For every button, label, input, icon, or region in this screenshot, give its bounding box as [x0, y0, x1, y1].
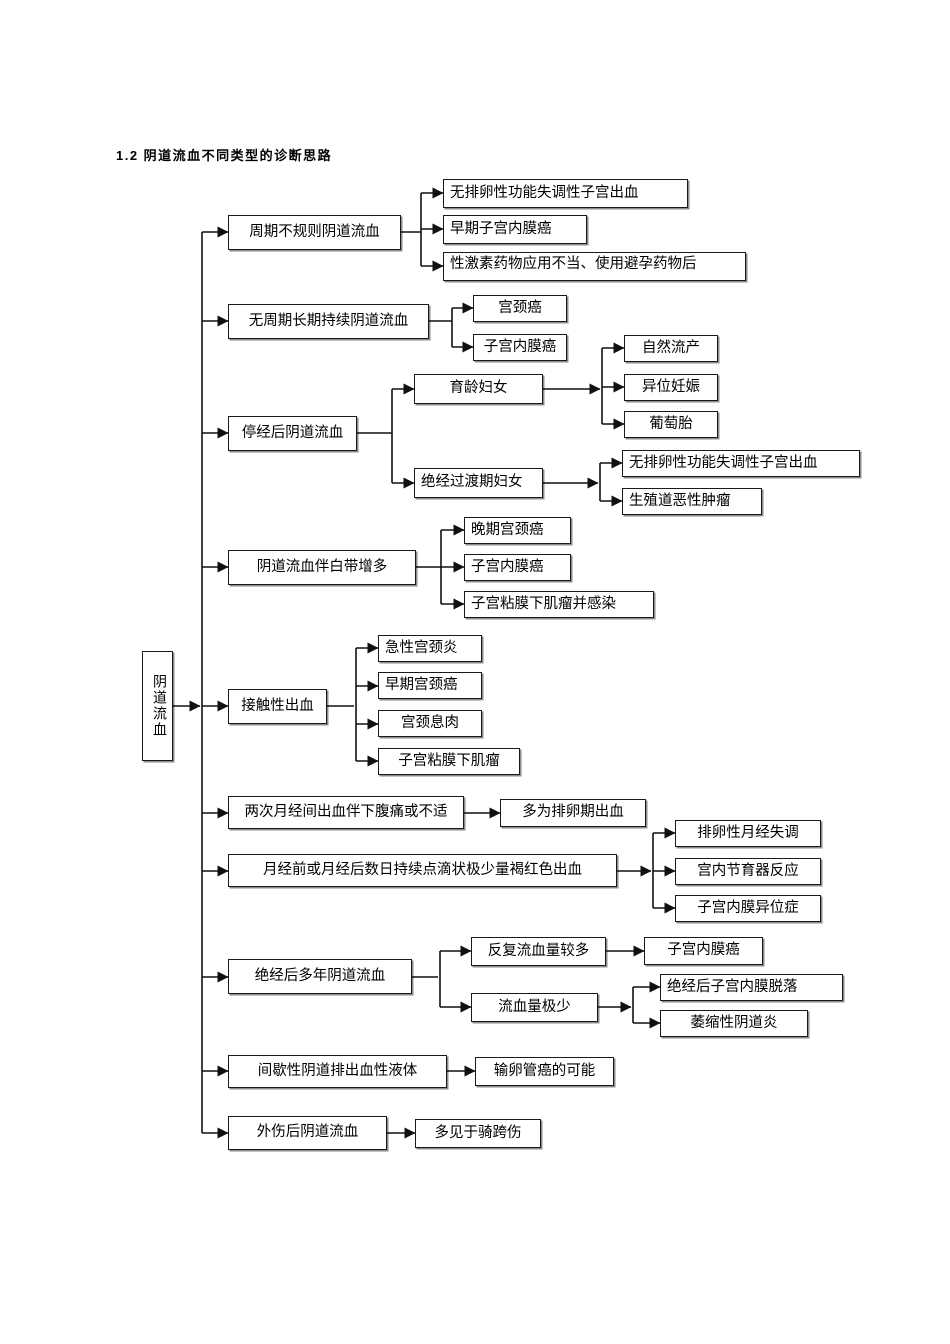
leaf-node-6-1[interactable]: 多为排卵期出血 — [500, 799, 646, 827]
leaf-node-5-3[interactable]: 宫颈息肉 — [378, 710, 482, 737]
leaf-node-8-1-1[interactable]: 子宫内膜癌 — [644, 937, 763, 965]
leaf-node-3-1-1[interactable]: 自然流产 — [624, 335, 718, 362]
branch-node-8[interactable]: 绝经后多年阴道流血 — [228, 959, 412, 994]
leaf-node-5-4[interactable]: 子宫粘膜下肌瘤 — [378, 748, 520, 775]
subnode-8-1[interactable]: 反复流血量较多 — [471, 937, 606, 966]
leaf-node-7-2[interactable]: 宫内节育器反应 — [675, 858, 821, 885]
leaf-node-3-2-1[interactable]: 无排卵性功能失调性子宫出血 — [622, 450, 860, 477]
leaf-node-8-2-1[interactable]: 绝经后子宫内膜脱落 — [660, 974, 843, 1001]
branch-node-7[interactable]: 月经前或月经后数日持续点滴状极少量褐红色出血 — [228, 854, 617, 887]
leaf-node-3-1-2[interactable]: 异位妊娠 — [624, 374, 718, 401]
leaf-node-3-1-3[interactable]: 葡萄胎 — [624, 411, 718, 438]
branch-node-10[interactable]: 外伤后阴道流血 — [228, 1116, 387, 1150]
leaf-node-7-3[interactable]: 子宫内膜异位症 — [675, 895, 821, 922]
branch-node-6[interactable]: 两次月经间出血伴下腹痛或不适 — [228, 796, 464, 829]
leaf-node-5-1[interactable]: 急性宫颈炎 — [378, 635, 482, 662]
leaf-node-2-2[interactable]: 子宫内膜癌 — [473, 334, 567, 361]
leaf-node-9-1[interactable]: 输卵管癌的可能 — [475, 1057, 614, 1086]
leaf-node-4-1[interactable]: 晚期宫颈癌 — [464, 517, 571, 544]
leaf-node-2-1[interactable]: 宫颈癌 — [473, 295, 567, 322]
leaf-node-4-3[interactable]: 子宫粘膜下肌瘤并感染 — [464, 591, 654, 618]
branch-node-1[interactable]: 周期不规则阴道流血 — [228, 215, 401, 250]
branch-node-2[interactable]: 无周期长期持续阴道流血 — [228, 304, 429, 339]
leaf-node-5-2[interactable]: 早期宫颈癌 — [378, 672, 482, 699]
branch-node-4[interactable]: 阴道流血伴白带增多 — [228, 550, 416, 585]
leaf-node-1-1[interactable]: 无排卵性功能失调性子宫出血 — [443, 179, 688, 208]
subnode-3-2[interactable]: 绝经过渡期妇女 — [414, 468, 543, 498]
branch-node-9[interactable]: 间歇性阴道排出血性液体 — [228, 1055, 447, 1088]
branch-node-5[interactable]: 接触性出血 — [228, 689, 327, 724]
subnode-3-1[interactable]: 育龄妇女 — [414, 374, 543, 404]
leaf-node-3-2-2[interactable]: 生殖道恶性肿瘤 — [622, 488, 762, 515]
subnode-8-2[interactable]: 流血量极少 — [471, 993, 598, 1022]
leaf-node-1-2[interactable]: 早期子宫内膜癌 — [443, 215, 587, 244]
leaf-node-8-2-2[interactable]: 萎缩性阴道炎 — [660, 1010, 808, 1037]
leaf-node-1-3[interactable]: 性激素药物应用不当、使用避孕药物后 — [443, 252, 746, 281]
root-node-vaginal-bleeding[interactable]: 阴道流血 — [142, 651, 173, 761]
page-title: 1.2 阴道流血不同类型的诊断思路 — [116, 148, 333, 163]
branch-node-3[interactable]: 停经后阴道流血 — [228, 416, 357, 451]
leaf-node-10-1[interactable]: 多见于骑跨伤 — [415, 1119, 541, 1148]
leaf-node-7-1[interactable]: 排卵性月经失调 — [675, 820, 821, 847]
leaf-node-4-2[interactable]: 子宫内膜癌 — [464, 554, 571, 581]
